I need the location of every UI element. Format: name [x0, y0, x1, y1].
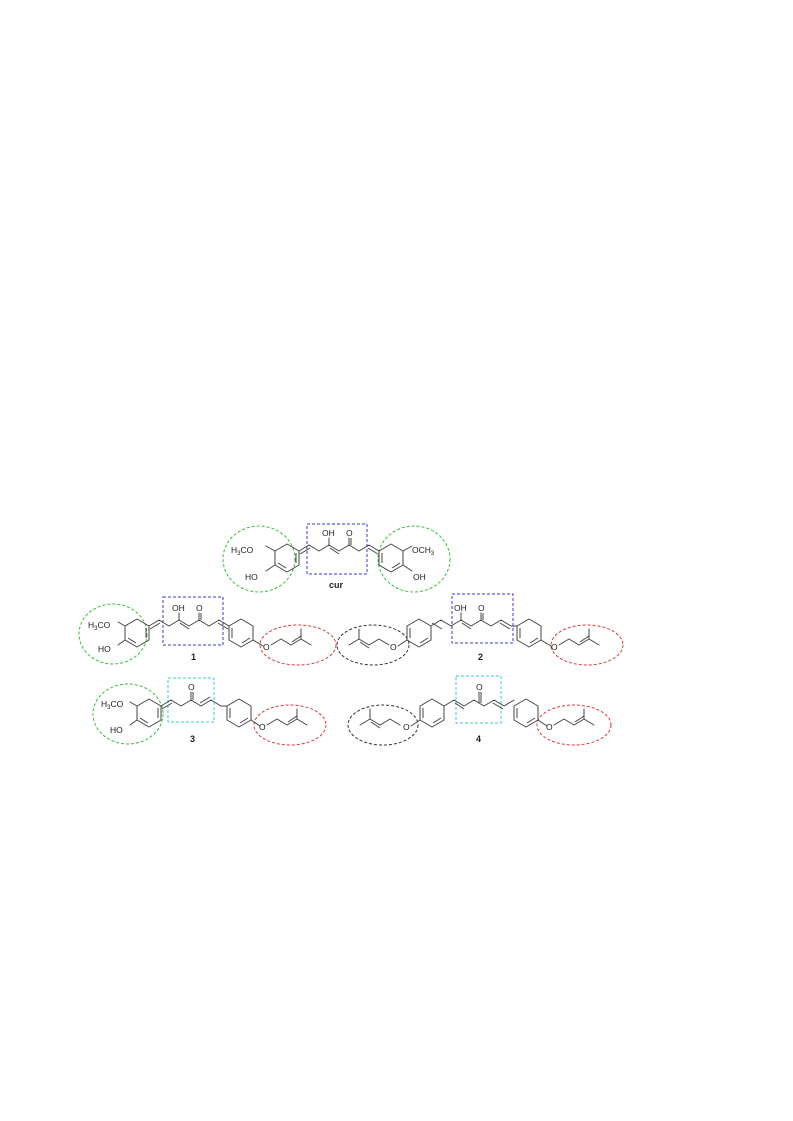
highlight-keto-enol	[162, 596, 224, 646]
prenyl-chain	[266, 708, 298, 726]
ether-o-label: O	[390, 642, 397, 652]
benzene-ring	[378, 543, 404, 573]
highlight-enone	[167, 677, 215, 723]
carbonyl-o-label: O	[188, 682, 195, 692]
benzene-ring	[226, 698, 252, 728]
ether-o-label: O	[546, 722, 553, 732]
carbonyl-o-label: O	[196, 603, 203, 613]
highlight-prenyloxy	[253, 704, 327, 746]
compound-4: O O O 4	[347, 675, 612, 746]
highlight-prenyloxy	[259, 624, 337, 666]
benzene-ring	[406, 618, 432, 648]
prenyl-chain	[553, 708, 585, 726]
hydroxyl-label: HO	[110, 725, 123, 735]
hydroxyl-label: HO	[245, 572, 258, 582]
compound-caption: 4	[476, 734, 481, 744]
ether-o-label: O	[263, 642, 270, 652]
compound-caption: 2	[478, 652, 483, 662]
carbonyl-o-label: O	[476, 682, 483, 692]
heptadienone-chain	[298, 544, 380, 552]
compound-cur: H3CO HO OH O OCH3 OH cur	[222, 523, 451, 593]
prenyl-chain	[359, 708, 371, 726]
highlight-keto-enol	[451, 593, 514, 644]
compound-1: H3CO HO OH O O 1	[78, 596, 337, 666]
methoxy-label: H3CO	[88, 620, 111, 632]
highlight-prenyloxy-left	[336, 624, 410, 666]
enol-oh-label: OH	[322, 528, 335, 538]
highlight-keto-enol	[306, 523, 368, 575]
prenyl-chain	[270, 628, 302, 646]
prenyl-chain	[348, 628, 360, 646]
compound-3: H3CO HO O O 3	[92, 677, 327, 746]
methoxy-label: H3CO	[231, 545, 254, 557]
highlight-vanillyl	[78, 603, 148, 665]
highlight-vanillyl-right	[377, 525, 451, 593]
prenyl-chain	[379, 718, 401, 726]
benzene-ring	[419, 698, 445, 728]
highlight-enone	[455, 675, 502, 724]
compound-caption: 3	[190, 734, 195, 744]
ether-o-label: O	[551, 642, 558, 652]
highlight-prenyloxy-left	[347, 704, 419, 746]
benzene-ring	[228, 618, 254, 648]
carbonyl-o-label: O	[478, 603, 485, 613]
methoxy-label: H3CO	[101, 699, 124, 711]
heptadienone-chain	[148, 619, 230, 627]
highlight-vanillyl	[92, 683, 164, 745]
enol-oh-label: OH	[172, 603, 185, 613]
methoxy-label: OCH3	[412, 545, 435, 557]
pentadienone-chain	[160, 699, 222, 707]
benzene-ring	[136, 698, 162, 728]
compound-caption: 1	[191, 652, 196, 662]
benzene-ring	[516, 618, 542, 648]
ether-o-label: O	[259, 722, 266, 732]
compound-2: O OH O O 2	[336, 593, 624, 666]
ether-o-label: O	[403, 722, 410, 732]
carbonyl-o-label: O	[346, 528, 353, 538]
highlight-prenyloxy	[536, 704, 612, 746]
prenyl-chain	[368, 638, 390, 646]
enol-oh-label: OH	[454, 603, 467, 613]
highlight-prenyloxy	[550, 624, 624, 666]
benzene-ring	[513, 698, 539, 728]
highlight-vanillyl-left	[222, 525, 296, 593]
benzene-ring	[124, 618, 150, 648]
prenyl-chain	[558, 628, 590, 646]
heptadienone-chain	[430, 619, 512, 627]
hydroxyl-label: OH	[413, 572, 426, 582]
compound-caption: cur	[329, 580, 344, 590]
hydroxyl-label: HO	[98, 644, 111, 654]
